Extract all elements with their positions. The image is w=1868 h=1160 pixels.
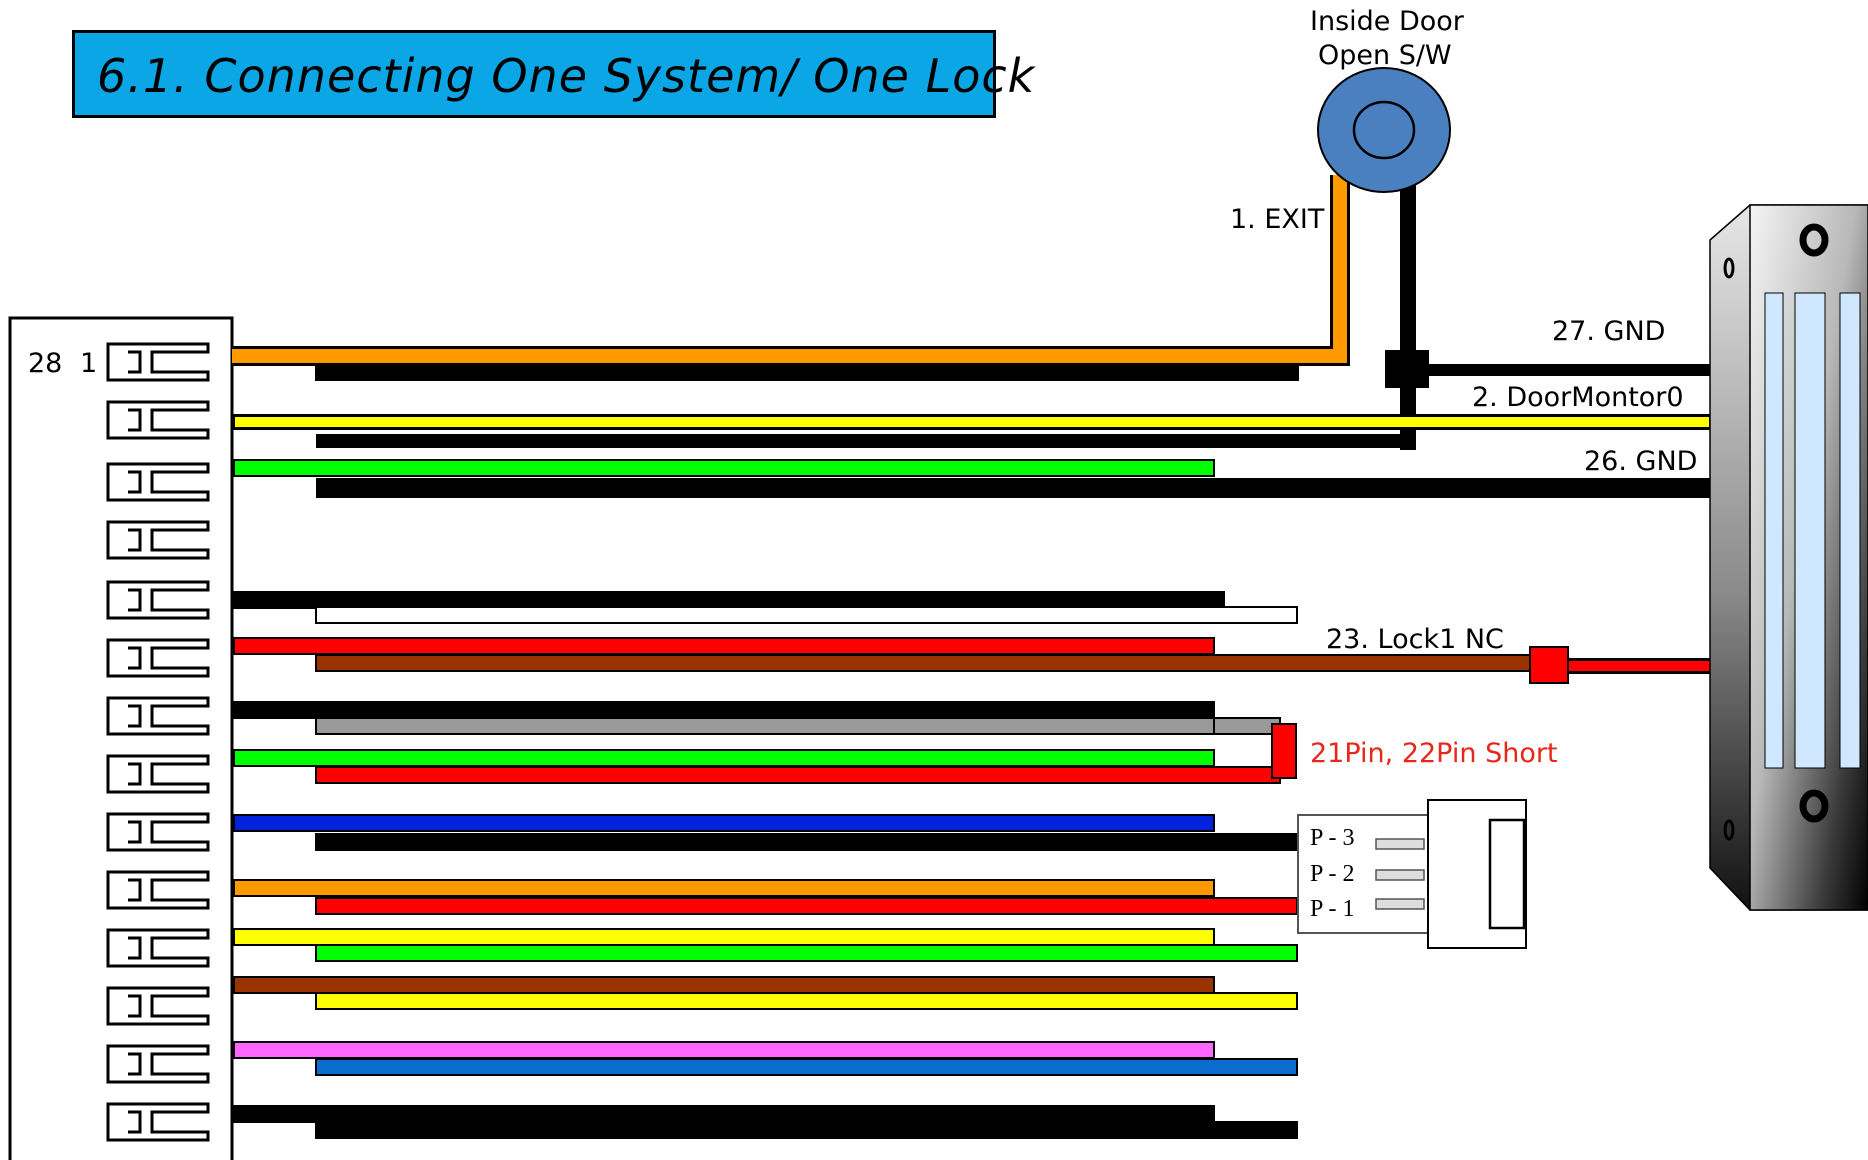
wire-black (315, 1121, 1298, 1139)
short-jumper (1271, 723, 1297, 779)
exit-wire-label: 1. EXIT (1230, 204, 1325, 235)
door-monitor-label: 2. DoorMontor0 (1472, 382, 1684, 413)
wire-bundle (233, 365, 1531, 1139)
wire-green (315, 944, 1298, 962)
wire-green (233, 459, 1215, 477)
connector-pin-slot (106, 870, 210, 910)
wire-brown (315, 654, 1531, 672)
p-connector (1297, 799, 1527, 949)
wire-orange (233, 879, 1215, 897)
wire-red (233, 637, 1215, 655)
wire-magenta (233, 1041, 1215, 1059)
wire-black (315, 365, 1299, 381)
lock-nc-wire (1529, 646, 1712, 684)
wire-red (315, 897, 1298, 915)
pin-label-28: 28 (28, 348, 63, 379)
connector-pin-slot (106, 1102, 210, 1142)
gnd26-wire (316, 478, 1712, 498)
wire-green (233, 749, 1215, 767)
magnetic-lock (1709, 204, 1868, 911)
connector-pin-slot (106, 580, 210, 620)
connector-pin-slot (106, 342, 210, 382)
exit-switch-label-line2: Open S/W (1318, 40, 1452, 71)
wire-black (233, 701, 1215, 719)
wire-black (233, 1105, 1215, 1123)
wire-blue (233, 814, 1215, 832)
connector-pin-slot (106, 812, 210, 852)
connector-pin-slot (106, 520, 210, 560)
short-note-label: 21Pin, 22Pin Short (1310, 738, 1558, 769)
pin-label-1: 1 (80, 348, 98, 379)
connector-pin-slot (106, 696, 210, 736)
connector-pin-slot (106, 1044, 210, 1084)
connector-pin-slot (106, 986, 210, 1026)
terminal-connector (8, 316, 234, 1160)
lock-nc-splice (1529, 646, 1569, 684)
wire-white (315, 606, 1298, 624)
connector-housing (8, 316, 234, 1160)
p2-label: P - 2 (1310, 861, 1355, 887)
wire-gray (315, 717, 1281, 735)
wire-yellow (315, 992, 1298, 1010)
exit-switch (1317, 67, 1451, 193)
connector-pin-slot (106, 928, 210, 968)
connector-pin-slot (106, 638, 210, 678)
switch-gnd-wire (316, 185, 1710, 450)
exit-switch-label-line1: Inside Door (1310, 6, 1464, 37)
gnd27-label: 27. GND (1552, 316, 1666, 347)
connector-pin-slot (106, 462, 210, 502)
connector-pin-slot (106, 400, 210, 440)
p3-label: P - 3 (1310, 825, 1355, 851)
title-banner: 6.1. Connecting One System/ One Lock (72, 30, 1034, 118)
exit-wire (232, 175, 1350, 366)
wire-red (315, 766, 1281, 784)
connector-pins (106, 342, 210, 1142)
wire-black (233, 591, 1225, 609)
p1-label: P - 1 (1310, 896, 1355, 922)
page-title: 6.1. Connecting One System/ One Lock (97, 49, 1036, 103)
connector-pin-slot (106, 754, 210, 794)
wire-yellow (233, 928, 1215, 946)
wire-brown (233, 976, 1215, 994)
wire-steel_blue (315, 1058, 1298, 1076)
gnd26-label: 26. GND (1584, 446, 1698, 477)
lock-nc-label: 23. Lock1 NC (1326, 624, 1504, 655)
wire-black (315, 833, 1298, 851)
wire-gray (1213, 717, 1281, 735)
junction-block (1385, 350, 1429, 388)
door-monitor-wire (232, 414, 1712, 430)
